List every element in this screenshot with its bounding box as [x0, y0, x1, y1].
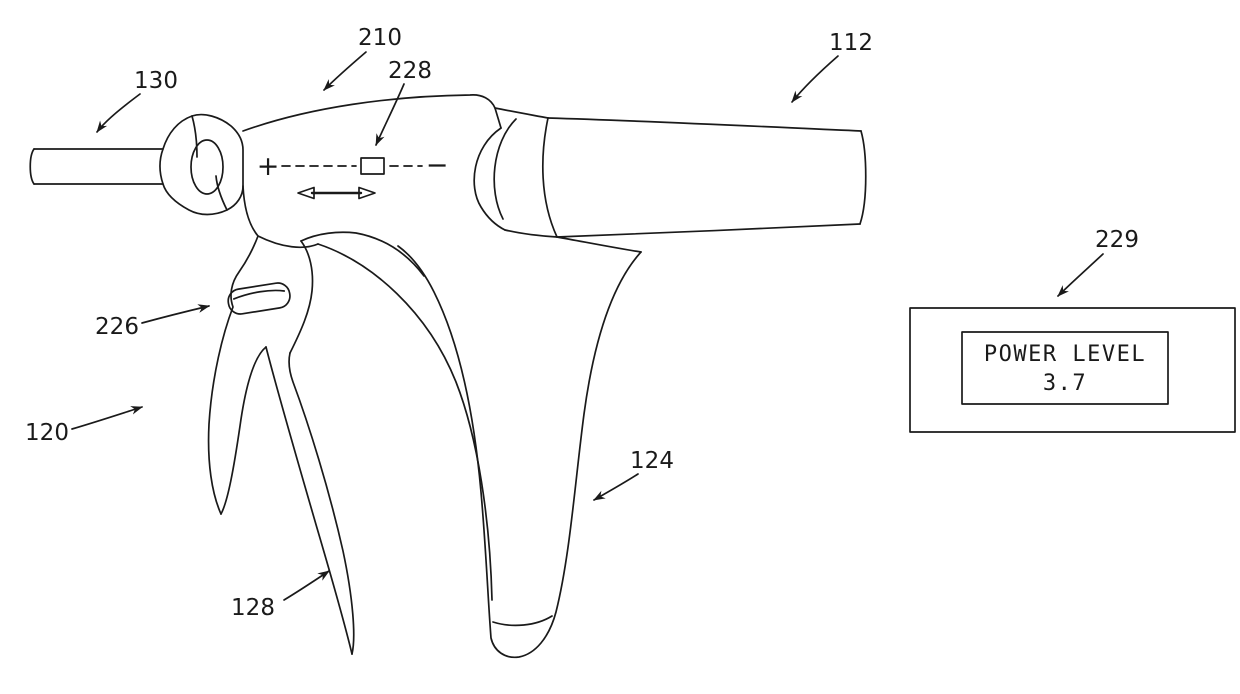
label-120: 120 [25, 420, 69, 446]
leader-arrow-112 [791, 55, 839, 103]
housing-yoke-band [473, 127, 506, 231]
label-229: 229 [1095, 227, 1139, 253]
leader-arrow-226 [141, 304, 210, 324]
button-highlight-line [232, 289, 286, 300]
slider-double-arrow [297, 186, 376, 200]
label-226: 226 [95, 314, 139, 340]
handle [541, 117, 867, 238]
power-display-outer-box [909, 307, 1236, 433]
power-display-screen [961, 331, 1169, 405]
plus-sign: + [257, 151, 280, 182]
housing [242, 94, 558, 238]
leader-arrow-228 [375, 83, 405, 146]
housing-yoke-band-2 [493, 118, 517, 220]
power-level-label: POWER LEVEL [984, 342, 1146, 367]
grip-base-line [492, 615, 553, 627]
housing-to-handle-top [494, 107, 549, 119]
trigger-upper-edge [289, 240, 314, 354]
double-arrow-right-head [358, 186, 376, 200]
knob-inner-ellipse [190, 139, 224, 195]
button-outline [227, 282, 291, 315]
housing-to-handle-bottom [504, 229, 558, 238]
grip-front-inner-edge [317, 243, 493, 601]
label-128: 128 [231, 595, 275, 621]
trigger-long-prong-inner [288, 352, 355, 655]
handle-end-edge [859, 130, 867, 225]
housing-top-edge [242, 94, 502, 132]
knob-crease-top [191, 115, 198, 158]
leader-arrow-128 [283, 570, 330, 601]
rotation-knob [159, 113, 244, 216]
grip-rear-outer-edge [397, 245, 642, 659]
handle-top-edge [547, 117, 862, 132]
trigger-short-prong-inner [220, 346, 267, 515]
trigger-front-edge [207, 235, 259, 515]
grip-shoulder-edge [556, 236, 642, 253]
grip [257, 231, 642, 659]
knob-outline [159, 113, 244, 216]
housing-front-bottom-edge [242, 185, 259, 237]
instrument-drawing: + − [29, 94, 867, 659]
label-130: 130 [134, 68, 178, 94]
leader-arrow-120 [71, 406, 143, 430]
leader-arrow-210 [323, 51, 367, 91]
trigger [207, 235, 355, 655]
label-228: 228 [388, 58, 432, 84]
leader-arrow-124 [593, 473, 639, 501]
reference-labels: 130 210 228 112 229 226 120 124 128 [25, 25, 1139, 621]
power-level-display: POWER LEVEL 3.7 [909, 307, 1236, 433]
handle-bottom-edge [556, 223, 861, 238]
activation-button [227, 282, 291, 315]
trigger-long-prong-outer [265, 346, 353, 655]
slider-knob [360, 157, 385, 175]
grip-upper-edge [300, 231, 425, 277]
handle-collar-edge [541, 117, 558, 238]
slot-top-edge [257, 235, 319, 249]
minus-sign: − [426, 150, 449, 181]
instrument-shaft [29, 148, 164, 185]
label-210: 210 [358, 25, 402, 51]
label-124: 124 [630, 448, 674, 474]
leader-arrow-130 [96, 93, 141, 133]
double-arrow-left-head [297, 186, 315, 200]
knob-crease-bottom [215, 175, 228, 211]
leader-arrow-229 [1057, 253, 1104, 297]
label-112: 112 [829, 30, 873, 56]
shaft-end-cap [29, 148, 35, 185]
power-level-value: 3.7 [1043, 371, 1087, 396]
power-slider-control: + − [257, 150, 449, 200]
